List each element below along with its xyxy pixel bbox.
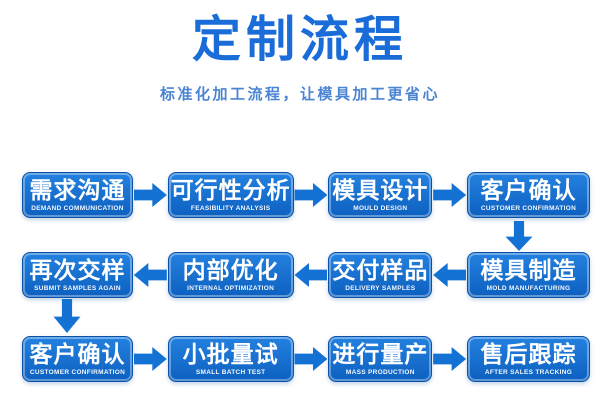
arrow-right-icon xyxy=(433,183,467,207)
step-label-en: DELIVERY SAMPLES xyxy=(345,284,416,292)
step-label-zh: 需求沟通 xyxy=(29,176,126,203)
flow-row-3: 客户确认 CUSTOMER CONFIRMATION 小批量试 SMALL BA… xyxy=(22,336,590,382)
flow-step-internal-optimization: 内部优化 INTERNAL OPTIMIZATION xyxy=(167,252,294,298)
step-label-en: INTERNAL OPTIMIZATION xyxy=(187,284,275,292)
arrow-left-icon xyxy=(433,263,467,287)
flow-step-submit-samples-again: 再次交样 SUBMIT SAMPLES AGAIN xyxy=(22,252,133,298)
arrow-down-icon xyxy=(505,221,533,251)
step-label-en: CUSTOMER CONFIRMATION xyxy=(29,368,126,376)
page-subtitle: 标准化加工流程，让模具加工更省心 xyxy=(159,86,440,103)
step-label-en: MOLD MANUFACTURING xyxy=(486,284,571,292)
arrow-right-icon xyxy=(294,347,328,371)
arrow-right-icon xyxy=(294,183,328,207)
arrow-right-icon xyxy=(433,347,467,371)
arrow-right-icon xyxy=(133,183,167,207)
flow-step-customer-confirmation: 客户确认 CUSTOMER CONFIRMATION xyxy=(466,172,590,218)
flow-step-mould-design: 模具设计 MOULD DESIGN xyxy=(328,172,433,218)
step-label-en: MOULD DESIGN xyxy=(353,204,408,212)
flow-step-after-sales-tracking: 售后跟踪 AFTER SALES TRACKING xyxy=(466,336,590,382)
flow-step-delivery-samples: 交付样品 DELIVERY SAMPLES xyxy=(328,252,433,298)
step-label-zh: 售后跟踪 xyxy=(480,340,577,367)
step-label-zh: 模具设计 xyxy=(332,176,429,203)
step-label-en: FEASIBILITY ANALYSIS xyxy=(190,204,271,212)
arrow-left-icon xyxy=(133,263,167,287)
flow-step-small-batch-test: 小批量试 SMALL BATCH TEST xyxy=(167,336,294,382)
step-label-zh: 可行性分析 xyxy=(170,176,291,203)
step-label-zh: 客户确认 xyxy=(29,340,126,367)
flow-row-2: 再次交样 SUBMIT SAMPLES AGAIN 内部优化 INTERNAL … xyxy=(22,252,590,298)
flow-step-customer-confirmation-2: 客户确认 CUSTOMER CONFIRMATION xyxy=(22,336,133,382)
flow-step-demand-communication: 需求沟通 DEMAND COMMUNICATION xyxy=(22,172,133,218)
flow-row-1: 需求沟通 DEMAND COMMUNICATION 可行性分析 FEASIBIL… xyxy=(22,172,590,218)
step-label-en: AFTER SALES TRACKING xyxy=(484,368,573,376)
step-label-zh: 小批量试 xyxy=(182,340,279,367)
arrow-left-icon xyxy=(294,263,328,287)
step-label-en: DEMAND COMMUNICATION xyxy=(31,204,124,212)
flow-step-feasibility-analysis: 可行性分析 FEASIBILITY ANALYSIS xyxy=(167,172,294,218)
step-label-zh: 再次交样 xyxy=(29,256,126,283)
step-label-zh: 客户确认 xyxy=(480,176,577,203)
flow-step-mold-manufacturing: 模具制造 MOLD MANUFACTURING xyxy=(466,252,590,298)
step-label-zh: 交付样品 xyxy=(332,256,429,283)
step-label-zh: 模具制造 xyxy=(480,256,577,283)
step-label-zh: 内部优化 xyxy=(182,256,279,283)
step-label-en: SMALL BATCH TEST xyxy=(195,368,266,376)
page-title: 定制流程 xyxy=(191,13,408,67)
step-label-en: CUSTOMER CONFIRMATION xyxy=(480,204,577,212)
step-label-zh: 进行量产 xyxy=(332,340,429,367)
step-label-en: MASS PRODUCTION xyxy=(345,368,415,376)
arrow-right-icon xyxy=(133,347,167,371)
step-label-en: SUBMIT SAMPLES AGAIN xyxy=(34,284,121,292)
arrow-down-icon xyxy=(53,299,81,333)
flow-step-mass-production: 进行量产 MASS PRODUCTION xyxy=(328,336,433,382)
